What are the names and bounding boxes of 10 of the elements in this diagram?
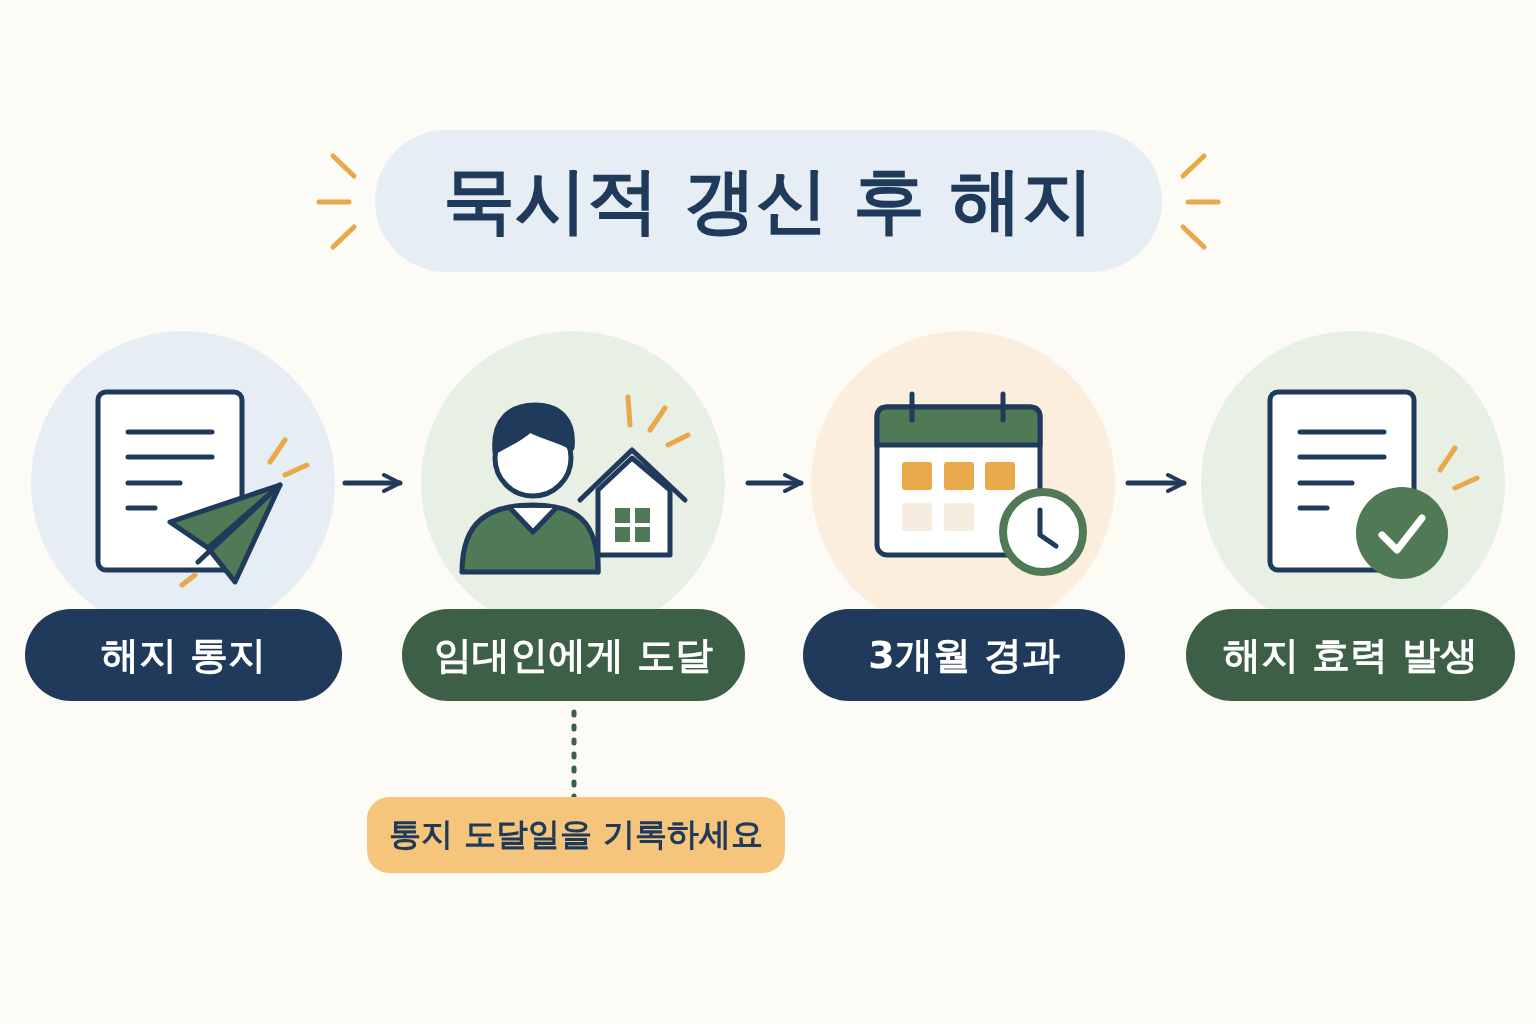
note-box: 통지 도달일을 기록하세요 [367,797,785,873]
title-banner: 묵시적 갱신 후 해지 [375,130,1162,272]
arrow [342,473,403,493]
dotted-connector [571,709,577,800]
step-label: 해지 효력 발생 [1186,609,1515,701]
arrow [745,473,804,493]
step-label: 해지 통지 [25,609,342,701]
step-label: 임대인에게 도달 [402,609,745,701]
step-label: 3개월 경과 [803,609,1125,701]
arrow [1125,473,1187,493]
